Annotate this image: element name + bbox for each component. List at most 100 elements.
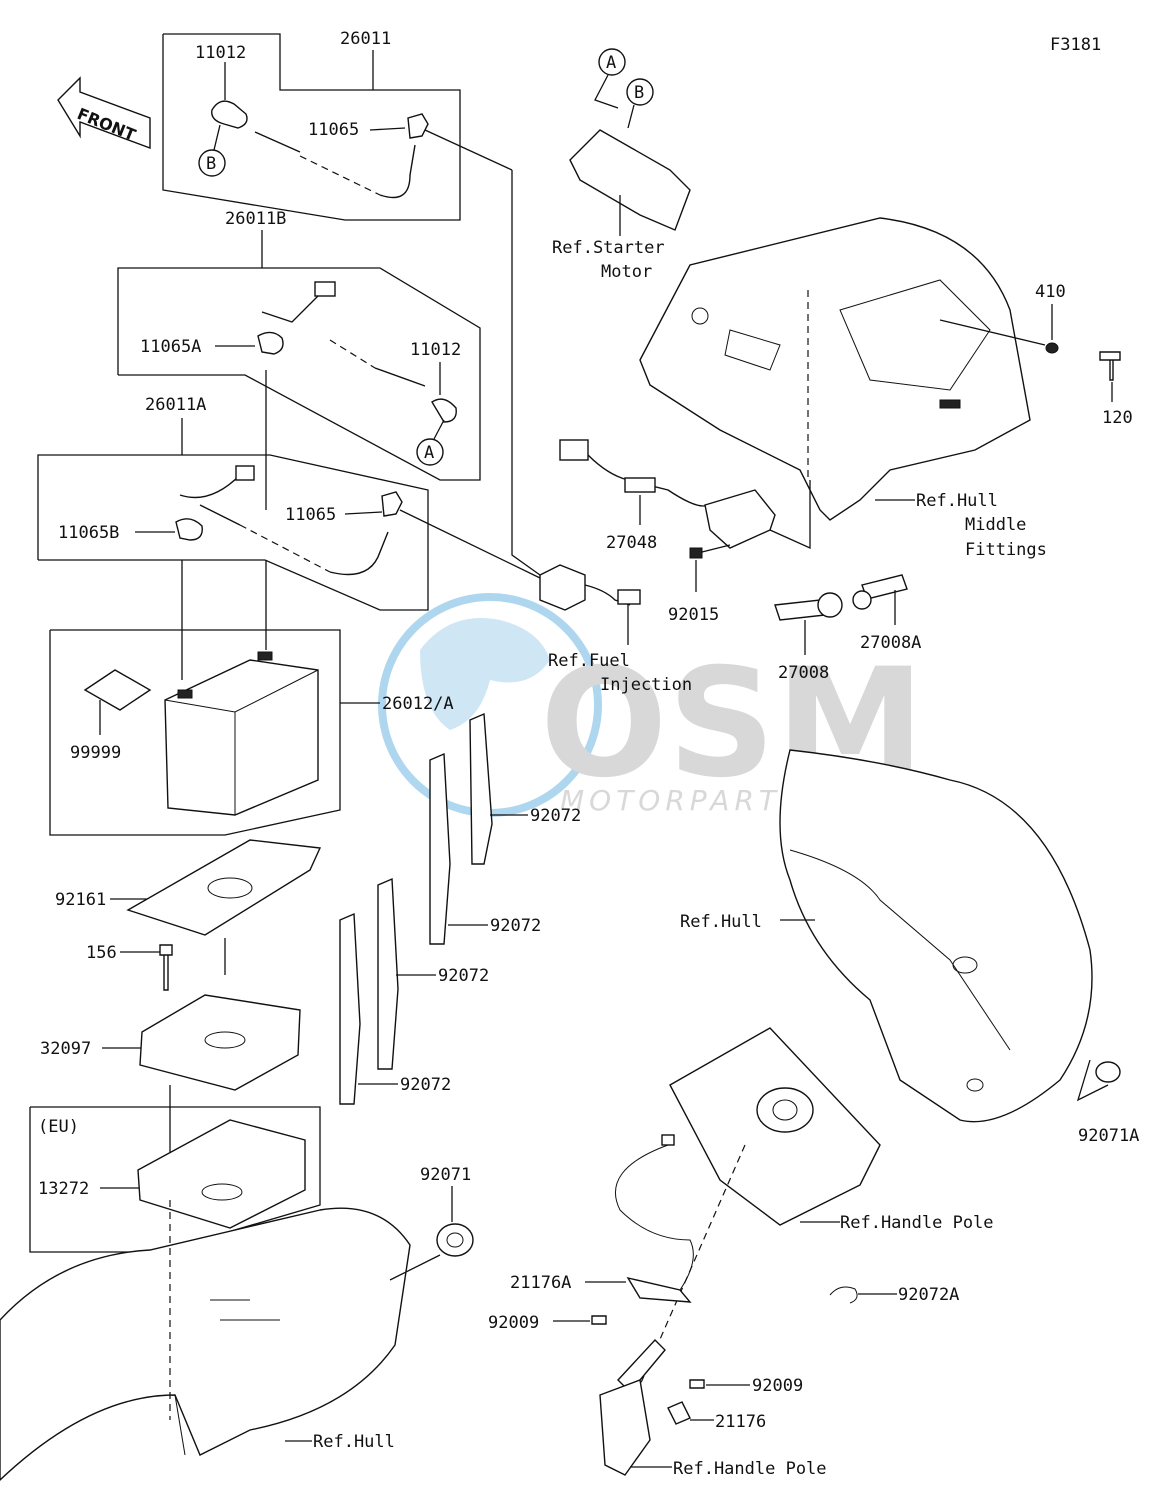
label-156: 156	[86, 943, 117, 963]
callout-b-top	[198, 149, 226, 177]
strap-92072-d	[339, 912, 361, 1105]
terminal-26011B	[374, 367, 426, 387]
group-26011A: 26011A 11065B 11065	[37, 395, 541, 680]
receiver-27048	[704, 489, 776, 549]
part-120-bolt	[1099, 351, 1121, 381]
relay-connector	[617, 589, 641, 605]
hull-right: Ref.Hull 92071A	[680, 749, 1139, 1146]
part-11012-mid	[431, 398, 457, 423]
label-92071A: 92071A	[1078, 1126, 1139, 1146]
label-eu: (EU)	[38, 1117, 79, 1137]
part-92161-plate	[126, 839, 322, 936]
connector-26011B	[314, 281, 336, 297]
callout-b-starter-text: B	[634, 83, 644, 103]
group-starter: A B Ref.Starter Motor	[552, 48, 691, 282]
label-27008: 27008	[778, 663, 829, 683]
battery-terminal-pos	[257, 651, 273, 661]
screw-92009-a	[591, 1315, 607, 1325]
label-99999: 99999	[70, 743, 121, 763]
group-battery-base: 92161 156 32097	[40, 839, 322, 1200]
sleeve-27048	[624, 477, 656, 493]
hull-middle: 410 120 Ref.Hull Middle Fittings	[639, 217, 1133, 560]
label-92071: 92071	[420, 1165, 471, 1185]
part-21176	[667, 1401, 691, 1425]
cable-26011B	[261, 291, 323, 323]
part-11065A	[257, 331, 284, 355]
group-fuel-relay: Ref.Fuel Injection	[539, 564, 692, 695]
hull-right-shape	[779, 749, 1093, 1123]
strap-92072-a	[469, 712, 493, 865]
ref-starter-2: Motor	[601, 262, 652, 282]
group-92071: 92071	[420, 1165, 474, 1257]
ref-hull-right: Ref.Hull	[680, 912, 762, 932]
part-92071A	[1095, 1061, 1121, 1083]
callout-b-starter	[626, 78, 654, 106]
connector-26011A	[235, 465, 255, 481]
ref-handle-pole-2: Ref.Handle Pole	[673, 1459, 827, 1479]
callout-a-top	[598, 48, 626, 76]
battery-terminal-neg	[177, 689, 193, 699]
label-11012-mid: 11012	[410, 340, 461, 360]
label-92072-a: 92072	[530, 806, 581, 826]
part-11065-top	[407, 113, 429, 139]
ref-hull-bottom: Ref.Hull	[313, 1432, 395, 1452]
hull-bottom: Ref.Hull	[0, 1200, 441, 1481]
ref-hull-mid-3: Fittings	[965, 540, 1047, 560]
group-handle-pole: Ref.Handle Pole 21176A 92009 92009 21176…	[488, 1027, 994, 1479]
callout-a-mid-text: A	[424, 443, 434, 463]
ref-handle-pole-1: Ref.Handle Pole	[840, 1213, 994, 1233]
label-92072A: 92072A	[898, 1285, 959, 1305]
callout-b-top-text: B	[206, 154, 216, 174]
label-92072-d: 92072	[400, 1075, 451, 1095]
cable-26011A-b	[199, 504, 241, 526]
starter-motor	[569, 129, 691, 231]
connector-27048	[559, 439, 589, 461]
group-92072-straps: 92072 92072 92072 92072	[339, 712, 581, 1105]
label-21176A: 21176A	[510, 1273, 571, 1293]
label-27048: 27048	[606, 533, 657, 553]
part-11012-cap	[211, 100, 248, 129]
group-27048: 27048 92015 27008 27008A	[559, 439, 921, 683]
label-11065-top: 11065	[308, 120, 359, 140]
watermark-subtitle: MOTORPARTS	[560, 784, 804, 817]
strap-92072-b	[429, 752, 451, 945]
label-32097: 32097	[40, 1039, 91, 1059]
part-99999-sticker	[83, 669, 152, 711]
label-92072-b: 92072	[490, 916, 541, 936]
strap-92072-c	[377, 877, 399, 1070]
label-92009-a: 92009	[488, 1313, 539, 1333]
label-26011A: 26011A	[145, 395, 206, 415]
ref-hull-mid-1: Ref.Hull	[916, 491, 998, 511]
label-11012-top: 11012	[195, 43, 246, 63]
label-11065B: 11065B	[58, 523, 119, 543]
part-156-bolt	[159, 944, 173, 991]
label-27008A: 27008A	[860, 633, 921, 653]
callout-a-top-text: A	[606, 53, 616, 73]
callout-a-mid	[416, 438, 444, 466]
sensor-connector	[661, 1134, 675, 1146]
part-410-nut	[1045, 342, 1059, 354]
part-13272-cover	[137, 1119, 306, 1229]
label-92009-b: 92009	[752, 1376, 803, 1396]
handle-pole-bracket	[599, 1379, 651, 1476]
shaft	[617, 1338, 666, 1394]
relay	[539, 564, 586, 611]
cable-end	[254, 131, 301, 153]
label-120: 120	[1102, 408, 1133, 428]
label-26011B: 26011B	[225, 209, 286, 229]
label-11065A: 11065A	[140, 337, 201, 357]
ref-starter-1: Ref.Starter	[552, 238, 665, 258]
label-13272: 13272	[38, 1179, 89, 1199]
hull-middle-shape	[639, 217, 1031, 521]
label-92161: 92161	[55, 890, 106, 910]
watermark-globe-land	[420, 618, 550, 730]
part-11065-mid	[381, 491, 403, 517]
hull-bottom-shape	[0, 1207, 411, 1481]
label-26011: 26011	[340, 29, 391, 49]
label-410: 410	[1035, 282, 1066, 302]
part-32097-tray	[139, 994, 301, 1091]
ref-fuel-2: Injection	[600, 675, 692, 695]
battery	[164, 659, 319, 816]
cable-26011	[379, 144, 416, 199]
